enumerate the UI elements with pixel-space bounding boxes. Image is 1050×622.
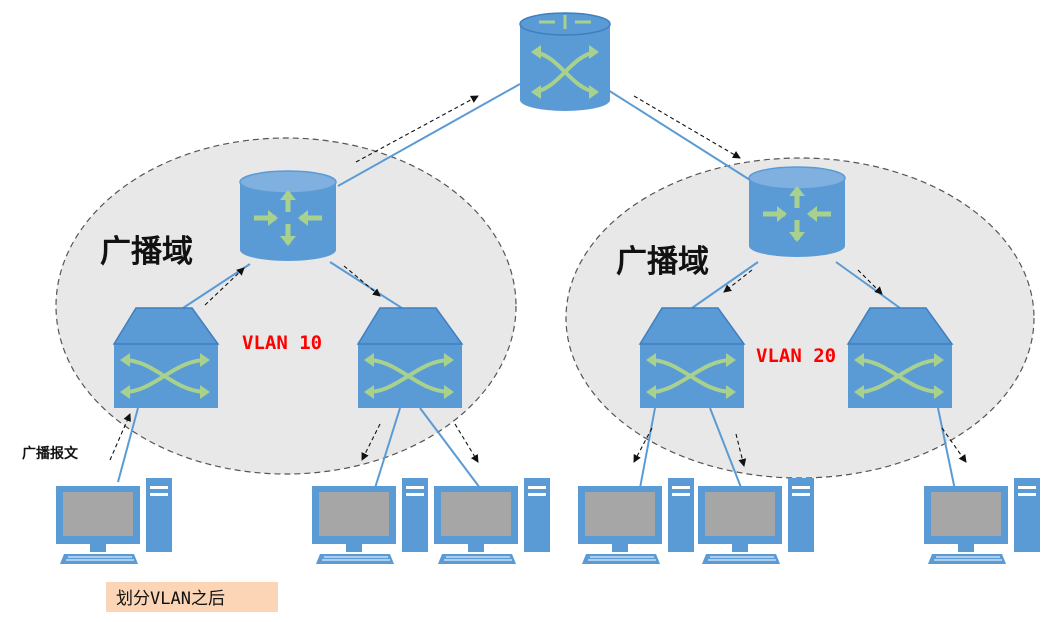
switch-4 xyxy=(846,306,954,410)
router-icon xyxy=(749,167,845,257)
switch-2 xyxy=(356,306,464,410)
pc-icon xyxy=(577,477,695,565)
router-icon xyxy=(518,11,612,113)
switch-icon xyxy=(846,306,954,410)
pc-5 xyxy=(697,477,815,565)
broadcast-domain-label-left: 广播域 xyxy=(100,234,193,270)
switch-icon xyxy=(112,306,220,410)
switch-3 xyxy=(638,306,746,410)
caption-background xyxy=(106,582,278,612)
switch-icon xyxy=(638,306,746,410)
switch-icon xyxy=(356,306,464,410)
pc-icon xyxy=(697,477,815,565)
pc-1 xyxy=(55,477,173,565)
broadcast-domain-label-right: 广播域 xyxy=(616,244,709,280)
router-right xyxy=(749,167,845,257)
pc-icon xyxy=(311,477,429,565)
broadcast-arrows xyxy=(109,95,967,467)
pc-icon xyxy=(923,477,1041,565)
router-left xyxy=(240,171,336,261)
switch-1 xyxy=(112,306,220,410)
broadcast-packet-label: 广播报文 xyxy=(22,445,79,462)
pc-3 xyxy=(433,477,551,565)
core-router xyxy=(518,11,612,113)
pc-6 xyxy=(923,477,1041,565)
pc-icon xyxy=(433,477,551,565)
network-links xyxy=(117,83,956,491)
router-icon xyxy=(240,171,336,261)
vlan-20-label: VLAN 20 xyxy=(756,345,836,367)
pc-4 xyxy=(577,477,695,565)
vlan-10-label: VLAN 10 xyxy=(242,332,322,354)
caption: 划分VLAN之后 xyxy=(116,589,225,609)
pc-icon xyxy=(55,477,173,565)
pc-2 xyxy=(311,477,429,565)
